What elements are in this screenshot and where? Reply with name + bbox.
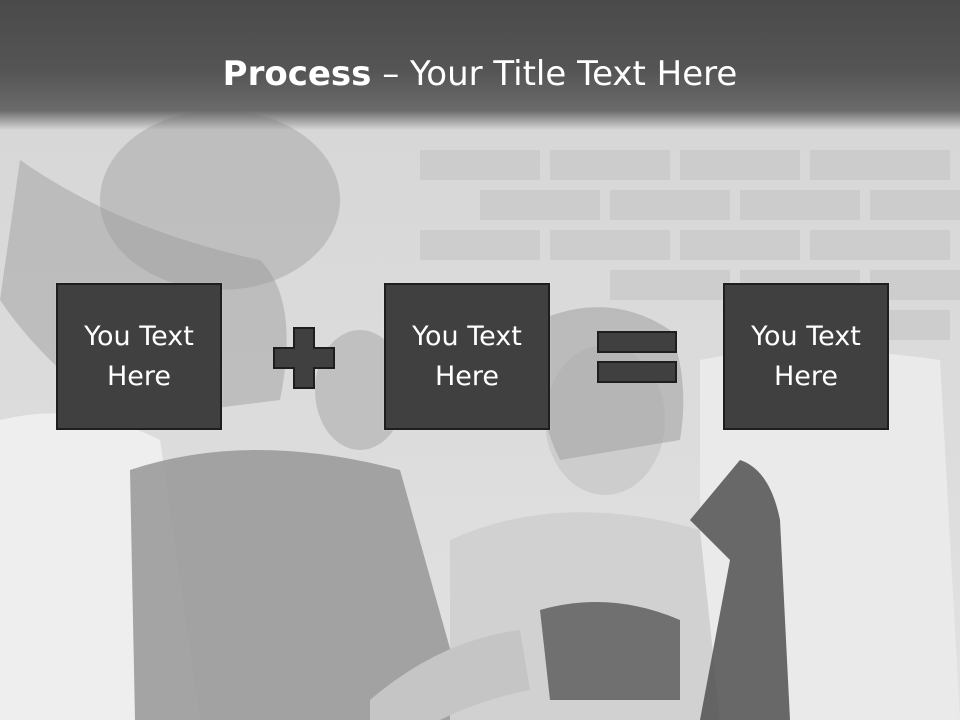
slide-title: Process – Your Title Text Here — [0, 52, 960, 96]
process-step-2[interactable]: You Text Here — [384, 283, 550, 430]
process-step-3-text: You Text Here — [751, 320, 861, 392]
title-bold: Process — [222, 54, 372, 94]
process-step-1[interactable]: You Text Here — [56, 283, 222, 430]
process-step-1-text: You Text Here — [84, 320, 194, 392]
equals-icon — [597, 331, 677, 383]
process-step-3[interactable]: You Text Here — [723, 283, 889, 430]
title-separator: – — [371, 54, 411, 94]
title-text: Your Title Text Here — [410, 54, 738, 94]
title-bar — [0, 0, 960, 130]
plus-icon — [273, 327, 335, 389]
process-step-2-text: You Text Here — [412, 320, 522, 392]
